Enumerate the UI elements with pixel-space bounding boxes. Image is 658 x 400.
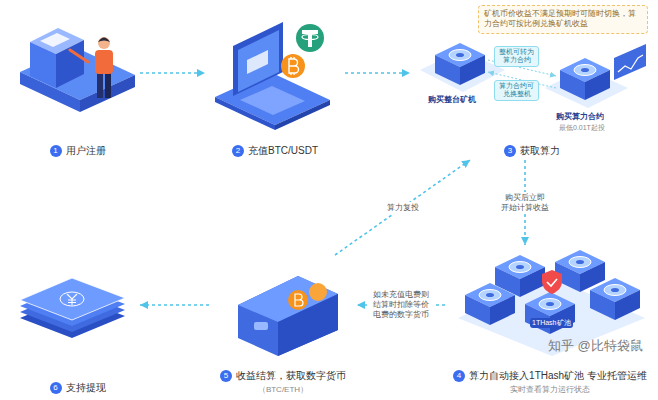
kiosk-front bbox=[30, 42, 56, 88]
caption-row: 2 充值BTC/USDT bbox=[232, 140, 318, 158]
pool-block bbox=[555, 250, 605, 292]
wallet-body bbox=[238, 276, 338, 356]
chart-line bbox=[618, 55, 643, 72]
screen-card bbox=[247, 50, 268, 74]
step-number: 5 bbox=[220, 370, 232, 382]
money-illustration bbox=[20, 278, 125, 338]
step-number: 4 bbox=[453, 370, 465, 382]
step-note: （BTC/ETH） bbox=[209, 384, 357, 395]
step-caption: 1 用户注册 bbox=[15, 140, 140, 158]
annotation-label: 购买整台矿机 bbox=[428, 95, 476, 105]
edge-label: 购买后立即 开始计算收益 bbox=[497, 192, 553, 214]
caption-row: 5 收益结算，获取数字货币 bbox=[220, 365, 346, 383]
flow-arrow bbox=[335, 160, 470, 255]
step-caption: 4 算力自动接入1THash矿池 专业托管运维实时查看算力运行状态 bbox=[445, 365, 655, 395]
register-illustration bbox=[20, 28, 135, 112]
step-note: 实时查看算力运行状态 bbox=[445, 384, 655, 395]
step-number: 1 bbox=[50, 145, 62, 157]
kiosk-side bbox=[56, 40, 84, 88]
bill bbox=[20, 278, 125, 320]
person-leg bbox=[97, 72, 103, 98]
edge-label: 如未充值电费则 结算时扣除等价 电费的数字货币 bbox=[369, 289, 434, 321]
flow-arrow bbox=[345, 72, 410, 74]
caption-row: 3 获取算力 bbox=[504, 140, 560, 158]
step-title: 算力自动接入1THash矿池 专业托管运维 bbox=[469, 370, 647, 381]
keyboard bbox=[240, 86, 305, 115]
step-title: 获取算力 bbox=[520, 145, 560, 156]
person-arm bbox=[70, 50, 88, 62]
flow-arrow bbox=[140, 72, 205, 74]
miner-illustration bbox=[420, 43, 646, 108]
step-node: 5 收益结算，获取数字货币 （BTC/ETH） bbox=[209, 255, 357, 397]
flow-arrow bbox=[140, 304, 209, 306]
step-title: 支持提现 bbox=[66, 382, 106, 393]
pool-block bbox=[465, 283, 515, 325]
person-hair bbox=[98, 38, 110, 43]
annotation-label: 购买算力合约 bbox=[556, 112, 604, 122]
coin bbox=[309, 283, 327, 301]
wallet-illustration bbox=[238, 276, 338, 356]
step-title: 用户注册 bbox=[66, 145, 106, 156]
callout-text: 矿机币价收益不满足预期时可随时切换，算力合约可按比例兑换矿机收益 bbox=[484, 9, 642, 30]
miner-block bbox=[435, 43, 485, 85]
step-caption: 2 充值BTC/USDT bbox=[205, 140, 345, 158]
step-number: 6 bbox=[50, 382, 62, 394]
step-number: 3 bbox=[504, 145, 516, 157]
tether-symbol bbox=[308, 30, 312, 47]
pool-block bbox=[590, 278, 640, 320]
step-number: 2 bbox=[232, 145, 244, 157]
bill-mark bbox=[60, 292, 84, 306]
caption-row: 1 用户注册 bbox=[50, 140, 106, 158]
shield-check bbox=[547, 279, 557, 286]
step-title: 收益结算，获取数字货币 bbox=[236, 370, 346, 381]
annotation-label: 1THash矿池 bbox=[530, 318, 573, 328]
pool-block bbox=[525, 292, 575, 334]
callout-box: 矿机币价收益不满足预期时可随时切换，算力合约可按比例兑换矿机收益 bbox=[478, 5, 648, 34]
annotation-label: 最低0.01T起投 bbox=[559, 124, 605, 132]
caption-row: 4 算力自动接入1THash矿池 专业托管运维 bbox=[453, 365, 647, 383]
yuan-symbol bbox=[67, 294, 77, 305]
edge-label: 算力复投 bbox=[385, 202, 421, 214]
step-node: 6 支持提现 bbox=[15, 260, 140, 397]
person-head bbox=[98, 37, 110, 49]
bitcoin-symbol bbox=[289, 57, 299, 75]
miner-block bbox=[560, 58, 610, 100]
annotation-label: 知乎 @比特袋鼠 bbox=[548, 338, 643, 354]
laptop-base bbox=[215, 72, 330, 125]
step-title: 充值BTC/USDT bbox=[248, 145, 318, 156]
person-leg bbox=[105, 72, 111, 98]
person-body bbox=[95, 50, 113, 74]
step-caption: 6 支持提现 bbox=[15, 377, 140, 395]
kiosk-screen bbox=[40, 33, 70, 47]
laptop-display bbox=[238, 30, 279, 92]
shield bbox=[542, 270, 562, 294]
pool-illustration bbox=[458, 250, 645, 356]
chart-panel bbox=[614, 44, 646, 80]
laptop-screen bbox=[233, 22, 283, 96]
bitcoin-coin bbox=[281, 54, 305, 78]
bitcoin-symbol bbox=[295, 294, 303, 306]
step-node: 1 用户注册 bbox=[15, 10, 140, 160]
annotation-label: 算力合约可 兑换整机 bbox=[494, 80, 539, 101]
laptop-illustration bbox=[215, 22, 330, 130]
wallet-side bbox=[278, 294, 338, 356]
coin bbox=[288, 290, 308, 310]
tether-coin bbox=[296, 24, 324, 52]
step-node: 2 充值BTC/USDT bbox=[205, 10, 345, 160]
step-caption: 3 获取算力 bbox=[410, 140, 654, 158]
annotation-label: 整机可转为 算力合约 bbox=[494, 46, 539, 67]
step-caption: 5 收益结算，获取数字货币 （BTC/ETH） bbox=[209, 365, 357, 395]
wallet-clasp bbox=[254, 322, 268, 330]
caption-row: 6 支持提现 bbox=[50, 377, 106, 395]
tether-symbol bbox=[302, 35, 318, 40]
